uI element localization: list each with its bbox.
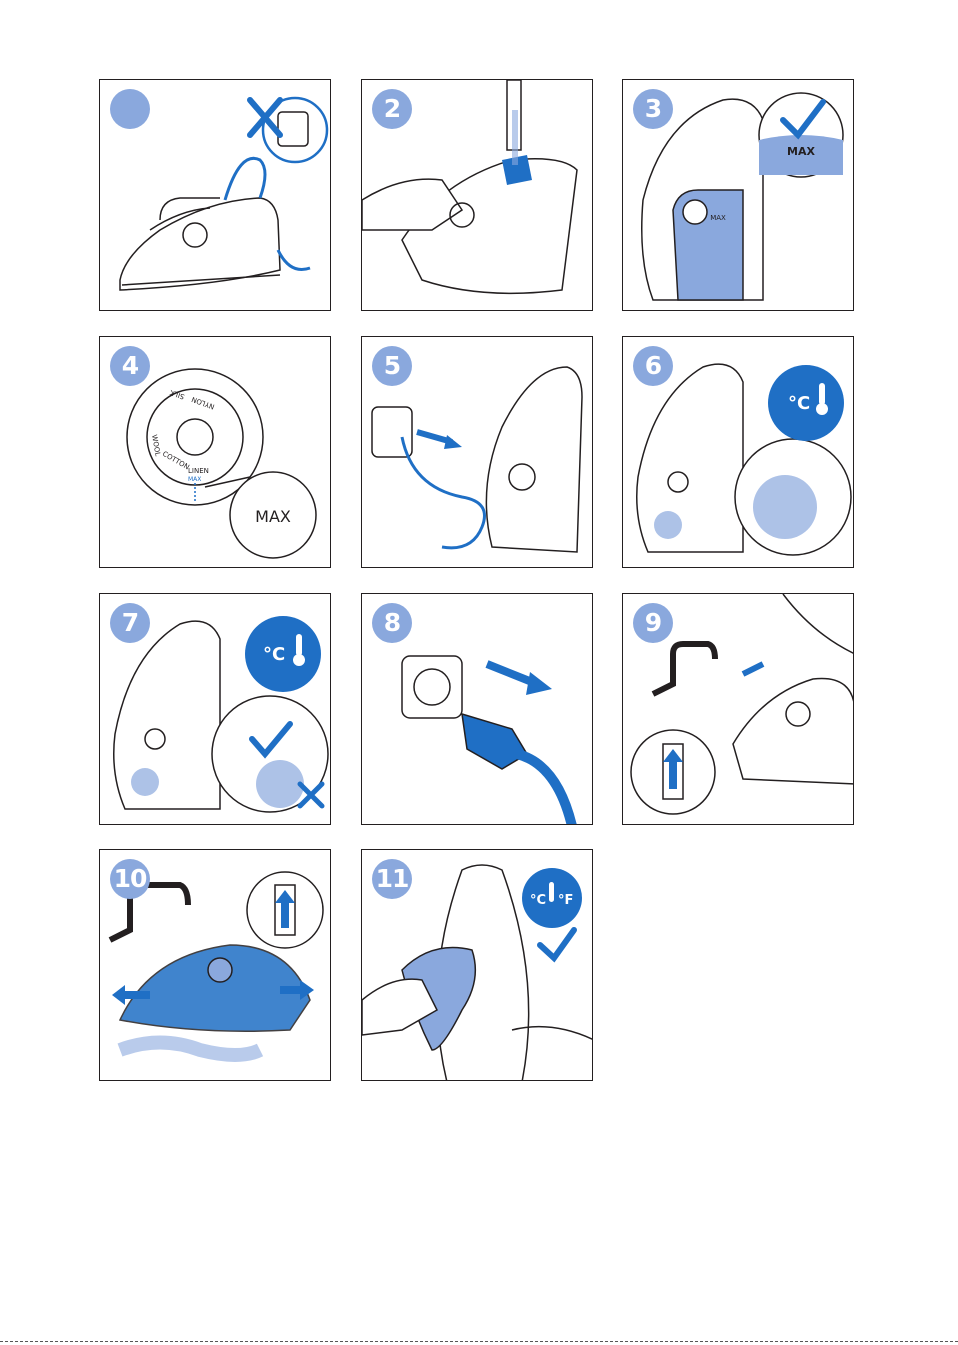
step-1-panel [99,79,331,311]
step-7-panel: °C 7 [99,593,331,825]
checkmark-icon [540,930,574,958]
step-5-panel: 5 [361,336,593,568]
step-number-badge [110,89,150,129]
arrow-icon [743,664,763,674]
step-number-badge: 3 [633,89,673,129]
max-label: MAX [787,145,815,158]
step-number-badge: 11 [372,859,412,899]
step-number-badge: 2 [372,89,412,129]
thermometer-icon [296,634,302,656]
dial-linen-label: LINEN [188,467,209,475]
celsius-label: °C [788,393,810,414]
max-tank-label: MAX [710,214,726,222]
max-callout-label: MAX [255,507,291,526]
celsius-label: °C [530,893,546,908]
step-number-badge: 9 [633,603,673,643]
step-10-panel: 10 [99,849,331,1081]
step-3-panel: MAX MAX 3 [622,79,854,311]
step-number-badge: 8 [372,603,412,643]
step-9-panel: 9 [622,593,854,825]
page-bottom-rule [0,1341,958,1342]
step-number-badge: 5 [372,346,412,386]
step-number-badge: 7 [110,603,150,643]
step-11-panel: °C °F 11 [361,849,593,1081]
thermometer-icon [549,882,554,902]
fahrenheit-label: °F [558,893,573,908]
step-8-panel: 8 [361,593,593,825]
dial-max-label: MAX [188,476,201,483]
step-number-badge: 6 [633,346,673,386]
celsius-label: °C [263,644,285,665]
step-2-panel: 2 [361,79,593,311]
step-6-panel: °C 6 [622,336,854,568]
thermometer-icon [819,383,825,405]
step-number-badge: 10 [110,859,150,899]
step-number-badge: 4 [110,346,150,386]
step-4-panel: NYLON SILK WOOL COTTON LINEN MAX MAX 4 [99,336,331,568]
